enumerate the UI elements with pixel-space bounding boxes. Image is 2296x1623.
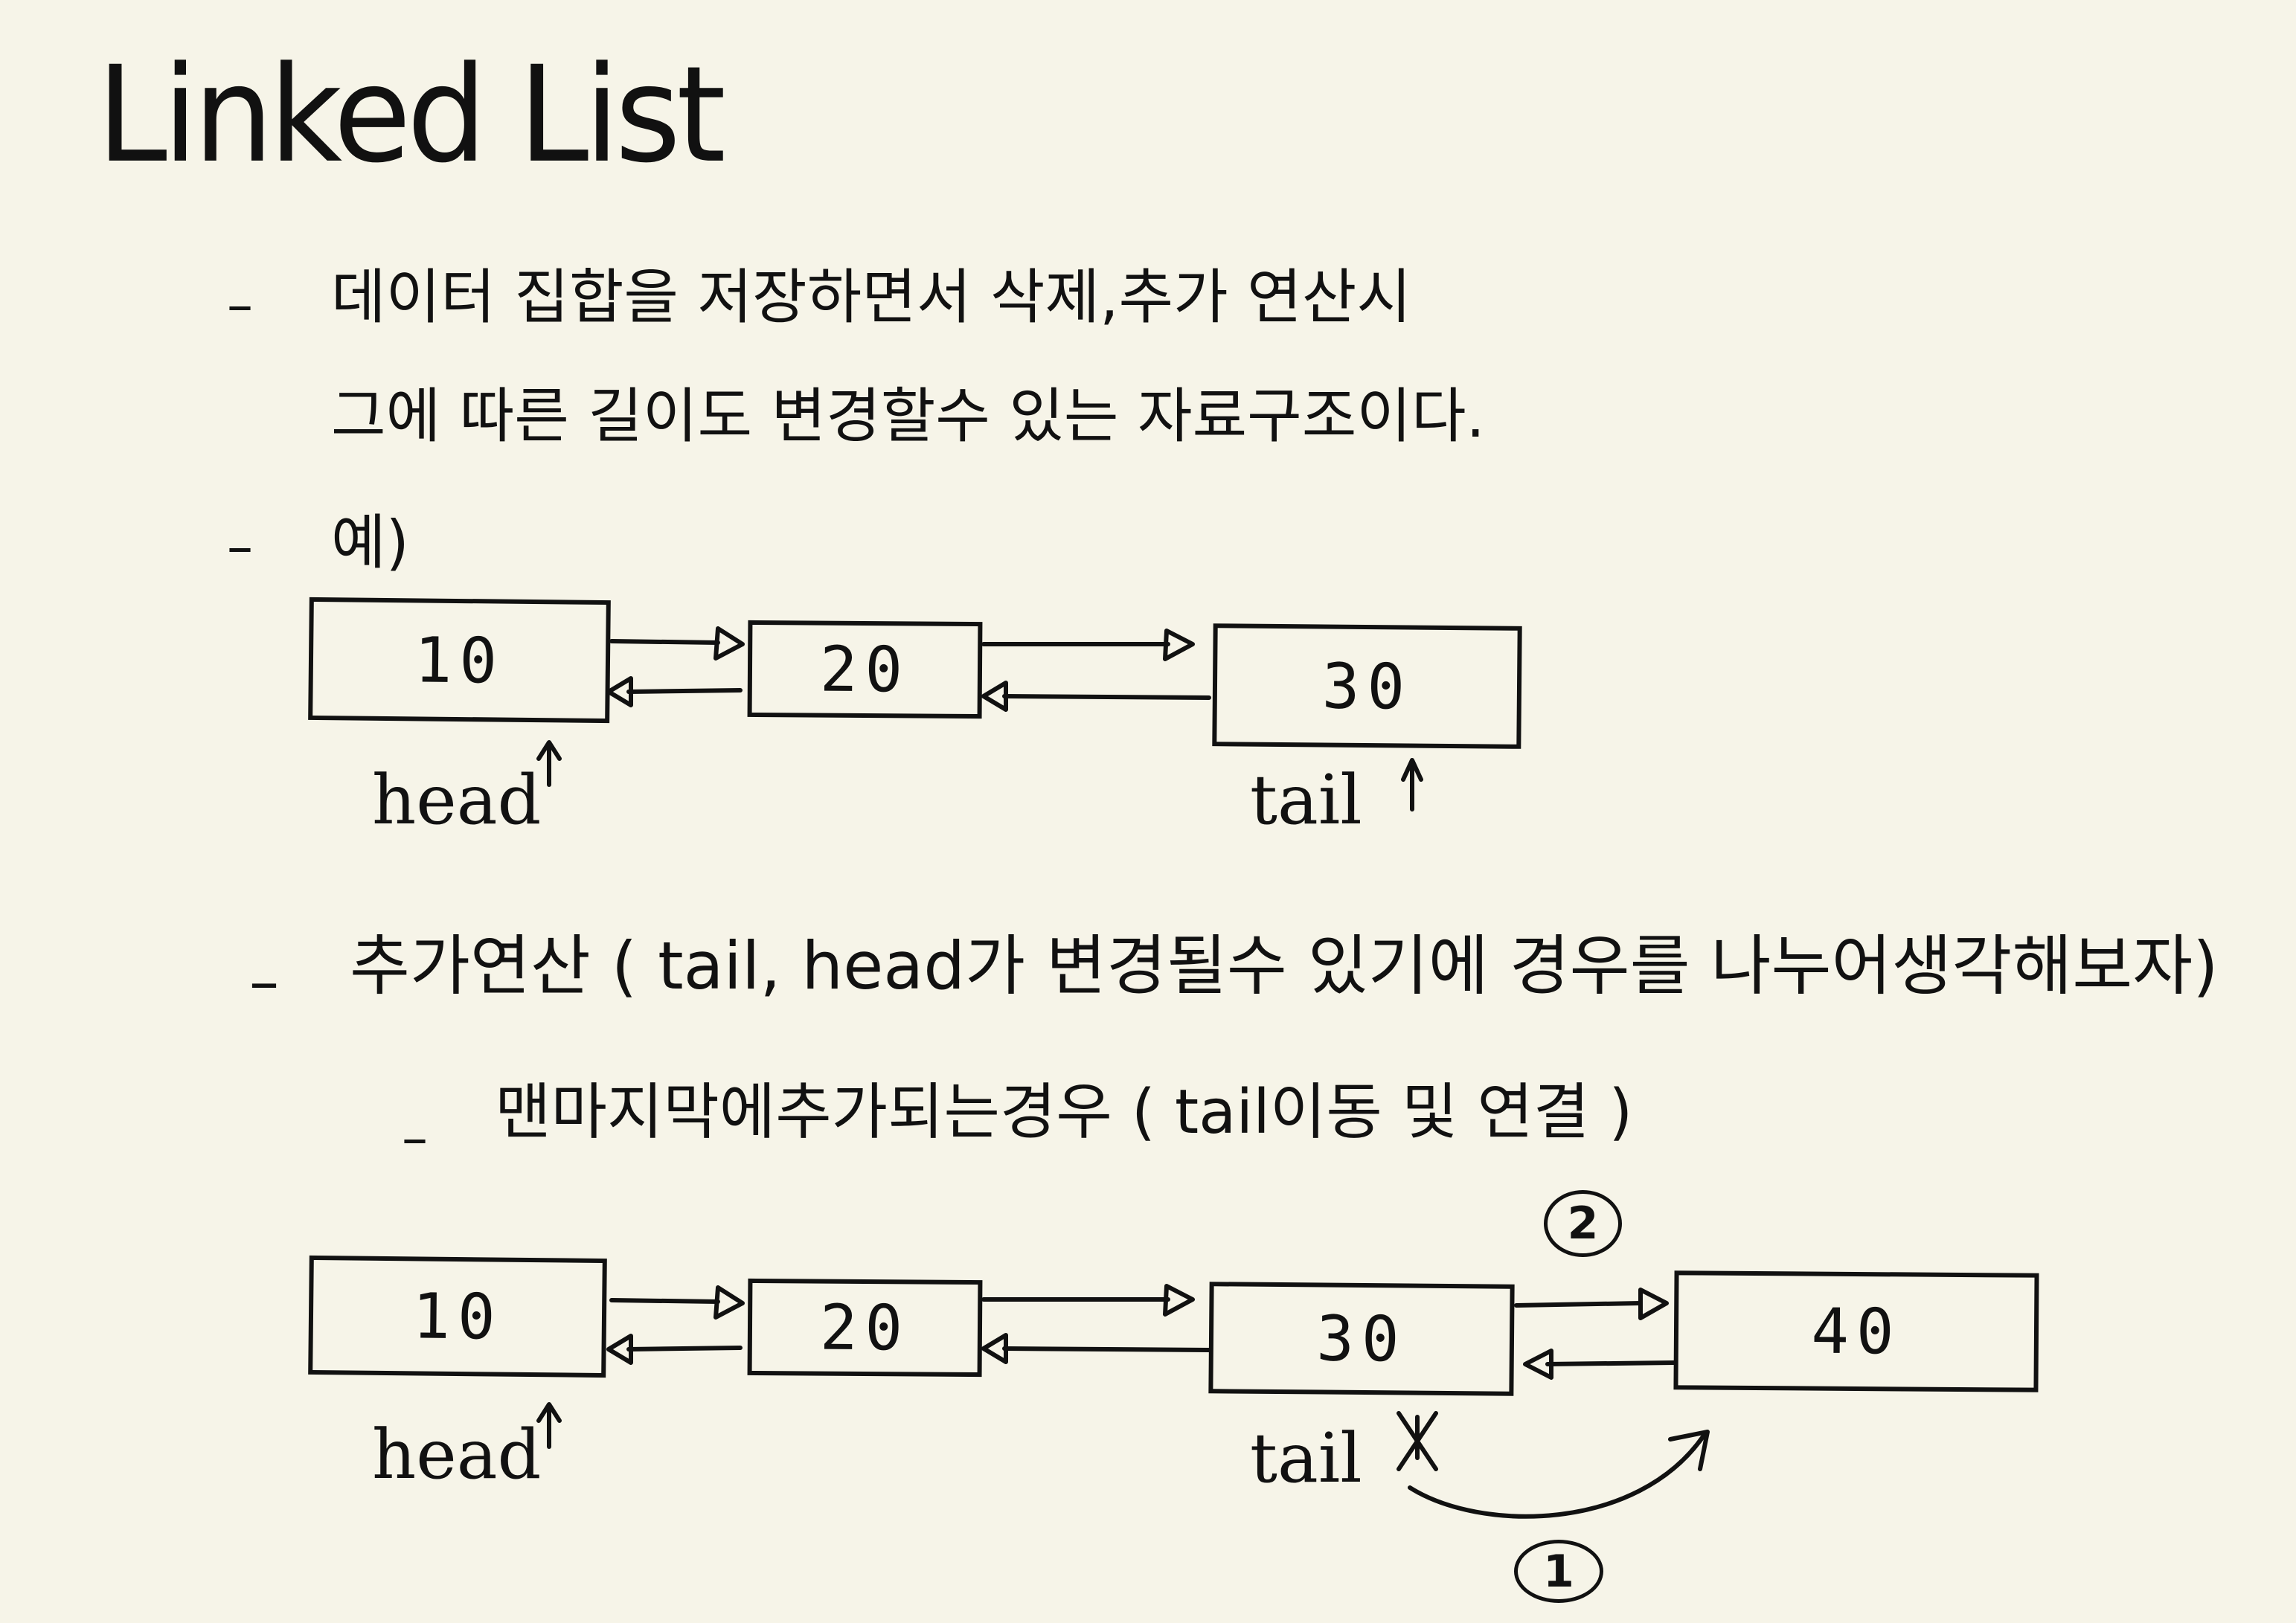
tail-label: tail [1250,760,1362,840]
step-2-marker: 2 [1544,1190,1622,1257]
bullet-dash: – [402,1108,428,1169]
next-link-arrow [609,1285,745,1320]
tail-label: tail [1250,1418,1362,1498]
head-arrow [536,1402,562,1449]
new-next-link-arrow [1514,1288,1669,1320]
head-label: head [372,760,542,840]
bullet-dash: – [249,947,279,1016]
definition-line-2: 그에 따른 길이도 변경할수 있는 자료구조이다. [331,382,1485,451]
next-link-arrow [981,629,1195,661]
prev-link-arrow [981,1333,1211,1364]
head-arrow [536,740,562,787]
tail-move-arrow [1408,1430,1710,1519]
head-label: head [372,1415,542,1494]
next-link-arrow [609,626,745,661]
prev-link-arrow [981,681,1211,712]
add-operation-heading: 추가연산 ( tail, head가 변경될수 있기에 경우를 나누어생각해보자… [350,928,2219,1004]
new-prev-link-arrow [1523,1349,1676,1380]
tail-cross-mark [1396,1411,1438,1471]
bullet-dash: – [227,274,253,335]
append-case-heading: 맨마지막에추가되는경우 ( tail이동 및 연결 ) [495,1077,1633,1148]
tail-arrow [1401,758,1423,812]
step-1-marker: 1 [1514,1540,1603,1603]
page-title: Linked List [97,38,726,193]
definition-line-1: 데이터 집합을 저장하면서 삭제,추가 연산시 [331,263,1411,332]
next-link-arrow [981,1284,1195,1317]
prev-link-arrow [606,1334,743,1365]
bullet-dash: – [227,516,253,577]
prev-link-arrow [606,676,743,707]
example-label: 예) [331,508,409,577]
